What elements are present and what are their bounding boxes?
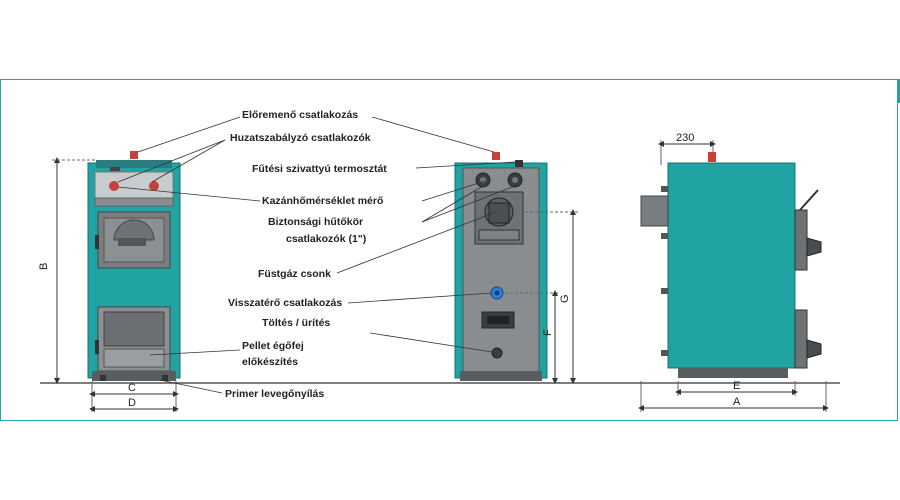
dimension-f-label: F [542,329,554,336]
dimension-a-label: A [733,396,741,408]
leader-lines [117,116,516,394]
dimension-g-label: G [559,294,571,303]
dimension-e-label: E [733,380,740,392]
dimension-d: D [89,397,179,412]
front-connector-left [109,181,119,191]
dimension-e: E [675,380,798,396]
dimension-b-label: B [38,263,50,270]
label-fustgaz-csonk: Füstgáz csonk [258,268,331,280]
dimension-f: F [505,290,560,384]
rear-top-outlet [492,152,500,160]
drain-valve [491,347,503,359]
label-eloremeno-csatlakozas: Előremenő csatlakozás [242,109,358,121]
dimension-b: B [38,157,95,384]
front-top-outlet [130,151,138,159]
side-view [640,152,822,378]
label-biztonsagi-1: Biztonsági hűtőkör [268,216,363,228]
side-flue-pipe [640,195,669,227]
rear-view [454,152,548,381]
dimension-230-label: 230 [676,132,694,144]
label-pellet-2: előkészítés [242,356,298,368]
dimension-d-label: D [128,397,136,409]
label-biztonsagi-2: csatlakozók (1") [286,233,366,245]
label-huzatszabalyzo: Huzatszabályzó csatlakozók [230,132,371,144]
side-top-outlet [708,152,716,162]
label-visszatero: Visszatérő csatlakozás [228,297,342,309]
front-view [87,151,181,381]
label-futesi-szivattyu: Fűtési szivattyú termosztát [252,163,387,175]
dimension-a: A [638,381,829,412]
label-primer-levegonyilas: Primer levegőnyílás [225,388,324,400]
dimension-g: G [525,209,580,384]
front-connector-right [149,181,159,191]
dimension-230: 230 [658,132,716,165]
dimension-c-label: C [128,382,136,394]
label-kazanhomerseklet: Kazánhőmérséklet mérő [262,195,383,207]
label-toltes-urites: Töltés / ürítés [262,317,330,329]
label-pellet-1: Pellet égőfej [242,340,304,352]
